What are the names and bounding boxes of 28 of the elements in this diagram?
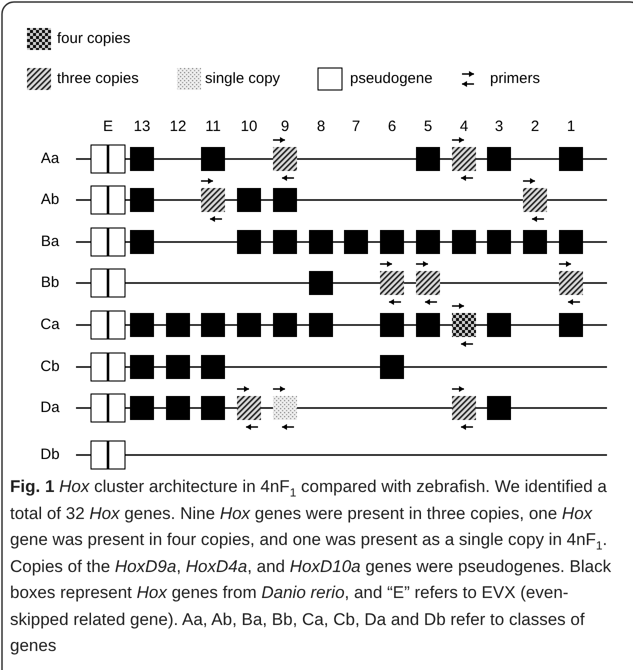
column-number: 3 <box>494 119 504 135</box>
column-number: 10 <box>240 119 258 135</box>
column-number: 7 <box>352 119 360 135</box>
legend-label: primers <box>490 71 540 87</box>
column-number: 12 <box>170 119 186 135</box>
cluster-label: Bb <box>40 275 60 291</box>
column-number: 4 <box>460 119 468 135</box>
column-number: 9 <box>280 119 290 135</box>
cluster-label: Db <box>40 447 60 463</box>
cluster-label: Cb <box>40 359 60 375</box>
column-number: 2 <box>530 119 540 135</box>
cluster-label: Da <box>40 400 60 416</box>
legend-label: single copy <box>205 71 280 87</box>
column-number: 1 <box>566 119 576 135</box>
legend-label: three copies <box>57 71 139 87</box>
column-number: 5 <box>424 119 432 135</box>
cluster-label: Ba <box>40 234 60 250</box>
legend-label: pseudogene <box>350 71 433 87</box>
cluster-label: Ab <box>40 192 60 208</box>
column-number: 13 <box>134 119 150 135</box>
column-number: 11 <box>205 119 221 135</box>
legend-label: four copies <box>57 31 130 47</box>
cluster-label: Ca <box>40 317 60 333</box>
column-number: E <box>103 119 113 135</box>
cluster-label: Aa <box>40 151 60 167</box>
column-number: 8 <box>316 119 326 135</box>
figure-caption: Fig. 1 Hox cluster architecture in 4nF$_{1}$ compared with zebrafish. We identified a total of 32 Hox genes. Nine Hox genes were present in three copies, one Hox gene was present in four copies, and one was present as a single copy in 4nF$_{1}$. Copies of the HoxD9a, HoxD4a, and HoxD10a genes were pseudogenes. Black boxes represent Hox genes from Danio rerio, and “E” refers to EVX (even-skipped related gene). Aa, Ab, Ba, Bb, Ca, Cb, Da and Db refer to classes of genes <box>10 476 612 657</box>
column-number: 6 <box>388 119 396 135</box>
